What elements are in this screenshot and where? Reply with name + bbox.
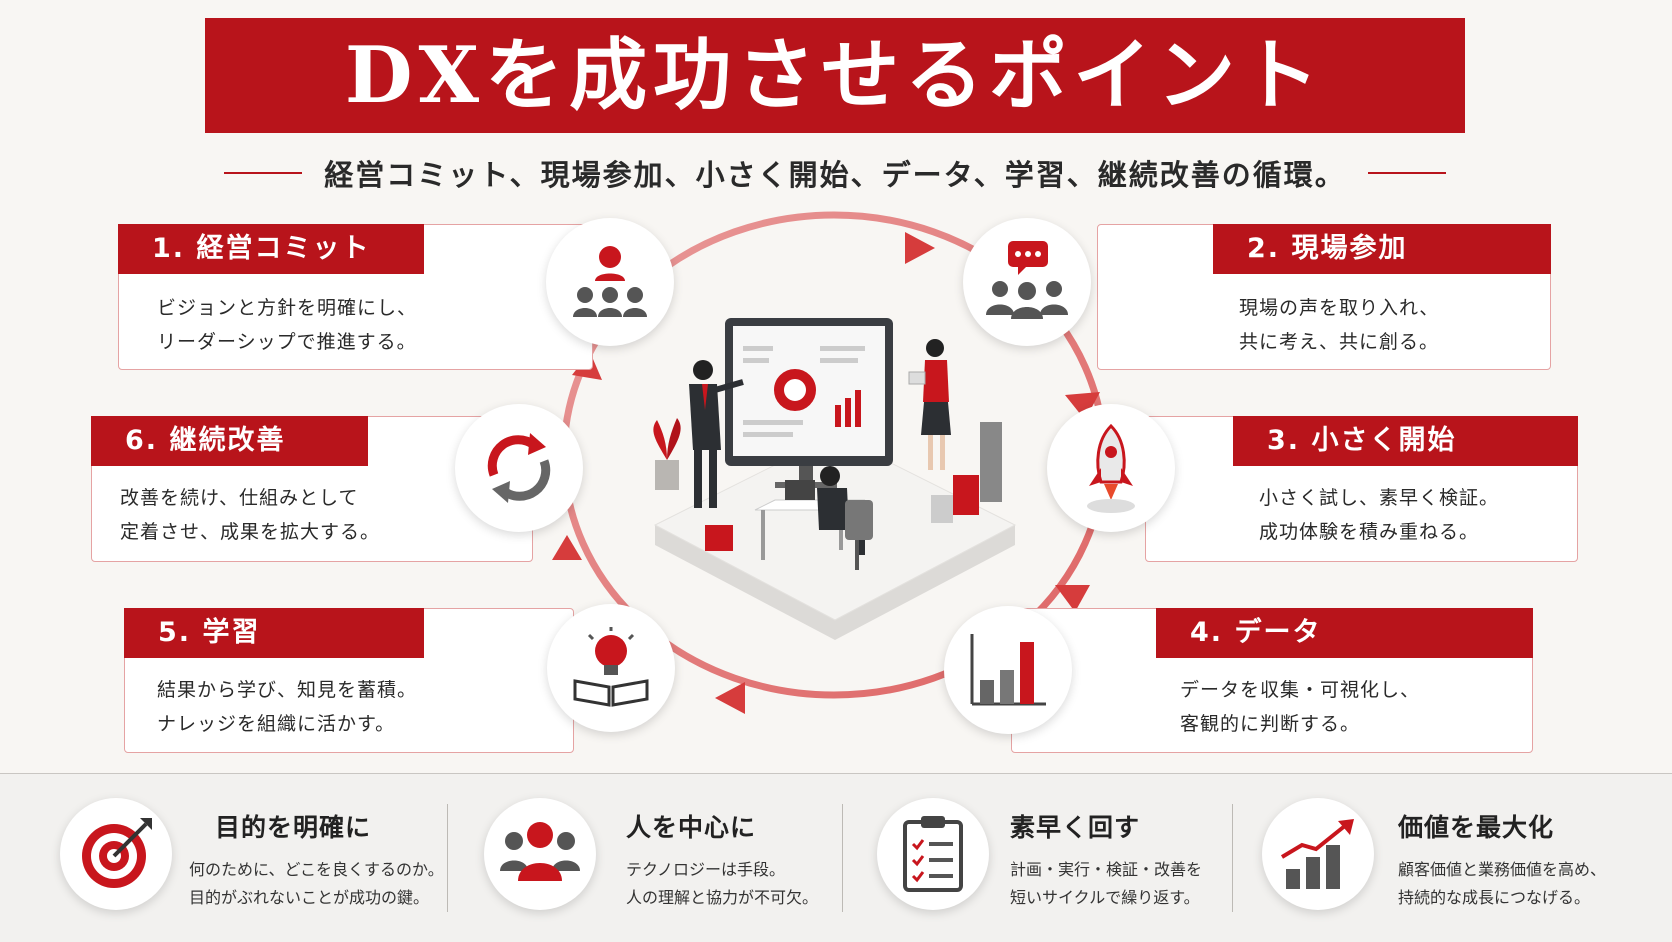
- point-icon-circle-5: [547, 604, 675, 732]
- point-label-2: 2. 現場参加: [1213, 224, 1551, 274]
- point-text-2: 現場の声を取り入れ、 共に考え、共に創る。: [1239, 297, 1440, 353]
- footer-divider-1: [447, 804, 448, 912]
- point-label-6: 6. 継続改善: [91, 416, 368, 466]
- people-icon: [500, 822, 580, 881]
- bar-chart-icon: [970, 634, 1046, 706]
- arrow-head-2: [1065, 392, 1100, 420]
- point-icon-circle-1: [546, 218, 674, 346]
- point-label-5: 5. 学習: [124, 608, 424, 658]
- arrow-head-4: [715, 682, 745, 714]
- target-icon: [82, 818, 152, 888]
- principle-text-2a: テクノロジーは手段。: [626, 860, 786, 879]
- lightbulb-book-icon: [573, 627, 649, 707]
- page-subtitle: 経営コミット、現場参加、小さく開始、データ、学習、継続改善の循環。: [324, 158, 1346, 192]
- point-text-4: データを収集・可視化し、 客観的に判断する。: [1180, 679, 1421, 735]
- point-icon-circle-6: [455, 404, 583, 532]
- point-card-4: 4. データ データを収集・可視化し、 客観的に判断する。: [1011, 608, 1533, 753]
- growth-chart-icon: [1280, 819, 1354, 889]
- subtitle-row: 経営コミット、現場参加、小さく開始、データ、学習、継続改善の循環。: [215, 150, 1455, 196]
- point-card-1: 1. 経営コミット ビジョンと方針を明確にし、 リーダーシップで推進する。: [118, 224, 593, 370]
- principle-text-4a: 顧客価値と業務価値を高め、: [1398, 860, 1607, 879]
- cycle-arrows-icon: [487, 433, 551, 503]
- arrow-head-1: [905, 232, 935, 264]
- center-office-illustration: [653, 318, 1017, 640]
- point-text-5: 結果から学び、知見を蓄積。 ナレッジを組織に活かす。: [157, 679, 418, 735]
- principle-title-1: 目的を明確に: [215, 813, 372, 842]
- page-title: DXを成功させるポイント: [344, 29, 1326, 121]
- principle-text-4b: 持続的な成長につなげる。: [1398, 888, 1591, 907]
- point-label-3: 3. 小さく開始: [1233, 416, 1578, 466]
- point-label-1: 1. 経営コミット: [118, 224, 424, 274]
- point-icon-circle-2: [963, 218, 1091, 346]
- point-text-6: 改善を続け、仕組みとして 定着させ、成果を拡大する。: [120, 487, 381, 543]
- principle-title-2: 人を中心に: [626, 813, 757, 842]
- principle-title-4: 価値を最大化: [1398, 813, 1555, 842]
- principle-text-3b: 短いサイクルで繰り返す。: [1010, 888, 1200, 907]
- title-banner: DXを成功させるポイント: [205, 18, 1465, 133]
- point-text-3: 小さく試し、素早く検証。 成功体験を積み重ねる。: [1259, 487, 1500, 543]
- rocket-icon: [1087, 423, 1135, 513]
- principle-text-3a: 計画・実行・検証・改善を: [1010, 860, 1203, 879]
- arrow-head-5: [552, 535, 582, 560]
- checklist-icon: [903, 816, 963, 892]
- principle-icon-circle-4: [1262, 798, 1374, 910]
- point-card-2: 2. 現場参加 現場の声を取り入れ、 共に考え、共に創る。: [1097, 224, 1551, 370]
- point-card-3: 3. 小さく開始 小さく試し、素早く検証。 成功体験を積み重ねる。: [1145, 416, 1578, 562]
- principle-icon-circle-1: [60, 798, 172, 910]
- principle-title-3: 素早く回す: [1010, 813, 1141, 842]
- point-icon-circle-4: [944, 606, 1072, 734]
- point-label-4: 4. データ: [1156, 608, 1533, 658]
- subtitle-rule-left: [224, 172, 303, 174]
- arrow-head-3: [1055, 585, 1090, 612]
- principle-icon-circle-3: [877, 798, 989, 910]
- footer-divider-3: [1232, 804, 1233, 912]
- group-chat-icon: [986, 241, 1068, 319]
- principle-icon-circle-2: [484, 798, 596, 910]
- principle-text-1b: 目的がぶれないことが成功の鍵。: [189, 888, 430, 907]
- footer-divider-2: [842, 804, 843, 912]
- principle-text-1a: 何のために、どこを良くするのか。: [189, 860, 444, 879]
- point-text-1: ビジョンと方針を明確にし、 リーダーシップで推進する。: [157, 297, 418, 353]
- principle-text-2b: 人の理解と協力が不可欠。: [626, 888, 819, 907]
- subtitle-rule-right: [1367, 172, 1446, 174]
- leader-team-icon: [573, 246, 647, 317]
- point-icon-circle-3: [1047, 404, 1175, 532]
- point-card-5: 5. 学習 結果から学び、知見を蓄積。 ナレッジを組織に活かす。: [124, 608, 574, 753]
- principles-footer: 目的を明確に 何のために、どこを良くするのか。 目的がぶれないことが成功の鍵。 …: [0, 773, 1672, 942]
